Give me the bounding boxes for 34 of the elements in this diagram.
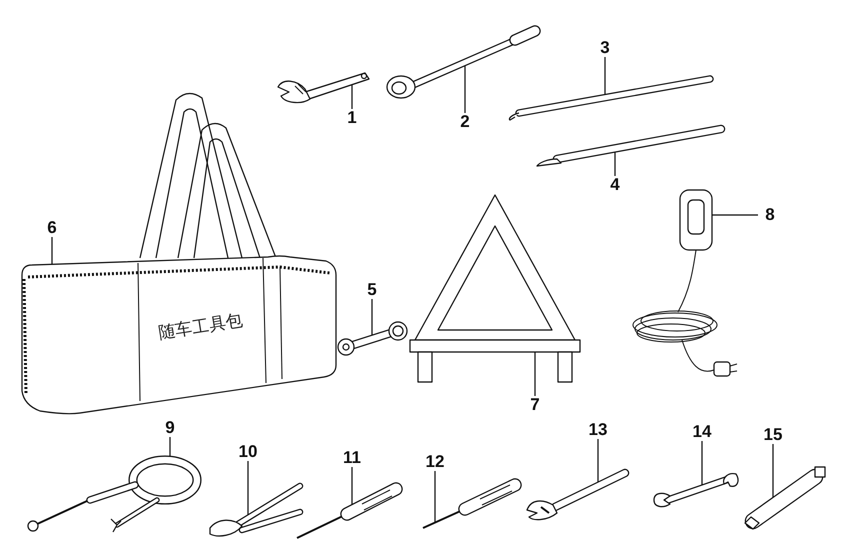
leader-line <box>604 57 606 95</box>
callout-number: 9 <box>158 419 182 437</box>
leader-line <box>434 471 436 522</box>
callout-number: 11 <box>340 449 364 467</box>
callout-number: 5 <box>360 281 384 299</box>
callout-number: 3 <box>593 39 617 57</box>
callout-number: 14 <box>690 423 714 441</box>
callout-number: 1 <box>340 109 364 127</box>
leader-line <box>247 461 249 515</box>
callout-number: 4 <box>603 176 627 194</box>
bag-lettering: 随车工具包 <box>156 309 244 344</box>
leader-line <box>534 352 536 396</box>
leader-line <box>371 299 373 335</box>
callout-number: 13 <box>586 421 610 439</box>
leader-line <box>351 467 353 506</box>
callout-number: 7 <box>523 396 547 414</box>
callout-number: 6 <box>40 219 64 237</box>
callout-number: 15 <box>761 426 785 444</box>
callout-number: 8 <box>758 206 782 224</box>
leader-line <box>597 439 599 482</box>
leader-line <box>169 437 171 456</box>
adjustable-wrench-drawing <box>275 70 370 105</box>
leader-line <box>772 444 774 498</box>
callout-number: 2 <box>453 113 477 131</box>
jack-handle-drawing <box>535 125 725 167</box>
leader-line <box>351 85 353 109</box>
leader-line <box>701 441 703 485</box>
leader-line <box>712 214 758 216</box>
leader-line <box>614 152 616 176</box>
leader-line <box>464 65 466 113</box>
leader-line <box>51 237 53 265</box>
callout-number: 12 <box>423 453 447 471</box>
ratchet-wrench-drawing <box>336 320 408 356</box>
callout-number: 10 <box>236 443 260 461</box>
